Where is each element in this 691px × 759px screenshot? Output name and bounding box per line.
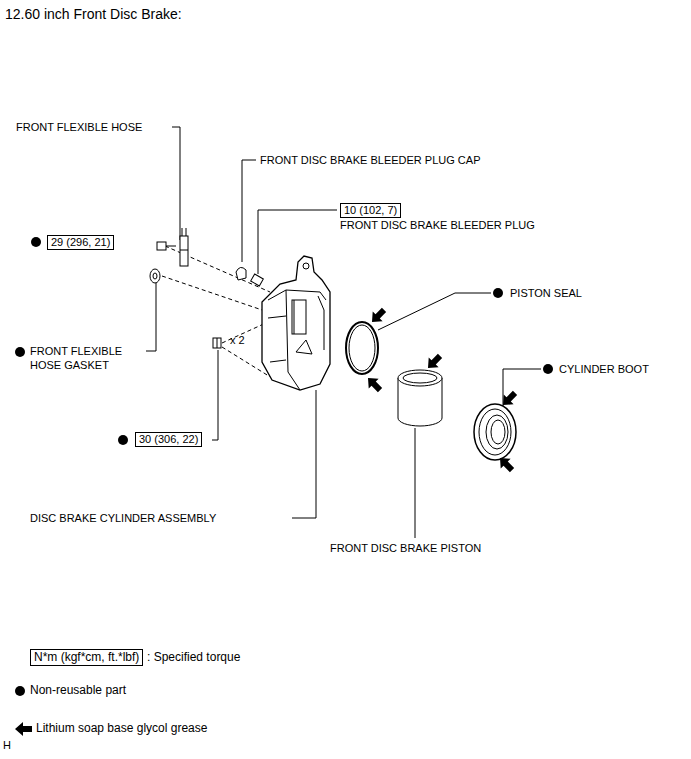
legend-text: Lithium soap base glycol grease (36, 721, 207, 736)
leader-line (292, 390, 316, 518)
torque-value: 10 (102, 7) (344, 204, 397, 216)
diagram-title: 12.60 inch Front Disc Brake: (5, 6, 182, 23)
legend-text: : Specified torque (147, 650, 240, 665)
leader-line (242, 160, 256, 262)
torque-value: N*m (kgf*cm, ft.*lbf) (34, 650, 139, 664)
torque-value: 29 (296, 21) (51, 236, 110, 248)
part-label: FRONT DISC BRAKE BLEEDER PLUG CAP (260, 153, 480, 167)
torque-box: 30 (306, 22) (135, 432, 202, 447)
leader-line (146, 282, 156, 351)
torque-box: 29 (296, 21) (47, 235, 114, 250)
leader-line (378, 293, 491, 330)
legend-text: Non-reusable part (30, 683, 126, 698)
part-label: CYLINDER BOOT (559, 362, 649, 376)
part-label: H (3, 738, 11, 752)
part-label: x 2 (230, 333, 245, 347)
part-label: DISC BRAKE CYLINDER ASSEMBLY (30, 511, 216, 525)
part-label: FRONT FLEXIBLE HOSE (16, 120, 142, 134)
leader-line (212, 350, 218, 440)
torque-value: 30 (306, 22) (139, 433, 198, 445)
part-label: PISTON SEAL (510, 286, 582, 300)
leader-line (415, 428, 416, 538)
torque-unit-box: N*m (kgf*cm, ft.*lbf) (30, 649, 143, 666)
part-label: FRONT DISC BRAKE BLEEDER PLUG (340, 218, 535, 232)
legend-dot (15, 686, 25, 696)
part-label: FRONT DISC BRAKE PISTON (330, 541, 481, 555)
legend-arrow (15, 722, 32, 736)
torque-box: 10 (102, 7) (340, 203, 401, 218)
leader-line (172, 127, 180, 240)
part-label: FRONT FLEXIBLE HOSE GASKET (30, 344, 140, 372)
